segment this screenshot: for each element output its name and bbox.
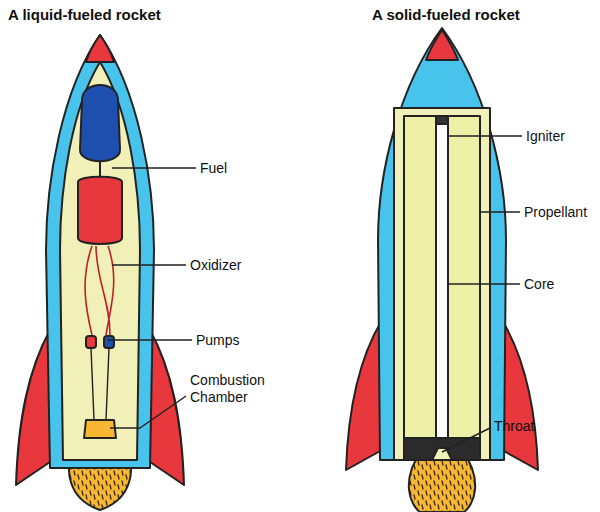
liquid-rocket xyxy=(16,35,196,510)
part-label: Oxidizer xyxy=(190,257,241,274)
fuel-tank xyxy=(80,85,120,161)
leader-lines xyxy=(442,136,522,452)
part-label: Core xyxy=(524,276,554,293)
left-fin xyxy=(16,330,50,485)
rocket-interior xyxy=(60,62,140,460)
propellant-grain xyxy=(404,116,480,438)
diagram-title: A solid-fueled rocket xyxy=(372,6,520,23)
right-fin xyxy=(150,330,184,485)
part-label: Igniter xyxy=(526,128,565,145)
diagram-title: A liquid-fueled rocket xyxy=(8,6,161,23)
leader-lines xyxy=(108,168,196,428)
rocket-body xyxy=(378,28,506,460)
pump xyxy=(104,336,114,348)
igniter xyxy=(436,116,448,124)
part-label: Fuel xyxy=(200,160,227,177)
nozzle-throat xyxy=(404,438,480,460)
feed-lines xyxy=(85,246,114,335)
oxidizer-tank xyxy=(78,177,122,244)
part-label: Propellant xyxy=(524,204,587,221)
nose-tip xyxy=(426,30,458,60)
solid-rocket xyxy=(346,28,538,512)
part-label: Pumps xyxy=(196,332,240,349)
part-label: Throat xyxy=(494,418,534,435)
core-channel xyxy=(436,124,448,438)
rocket-body xyxy=(46,35,154,468)
fuel-pipe xyxy=(99,162,101,178)
pump xyxy=(86,336,96,348)
nose-tip xyxy=(86,35,114,62)
right-fin xyxy=(502,320,538,470)
combustion-chamber xyxy=(84,420,116,438)
left-fin xyxy=(346,320,382,470)
part-label: Combustion Chamber xyxy=(190,372,282,406)
pump-lines xyxy=(91,348,109,420)
